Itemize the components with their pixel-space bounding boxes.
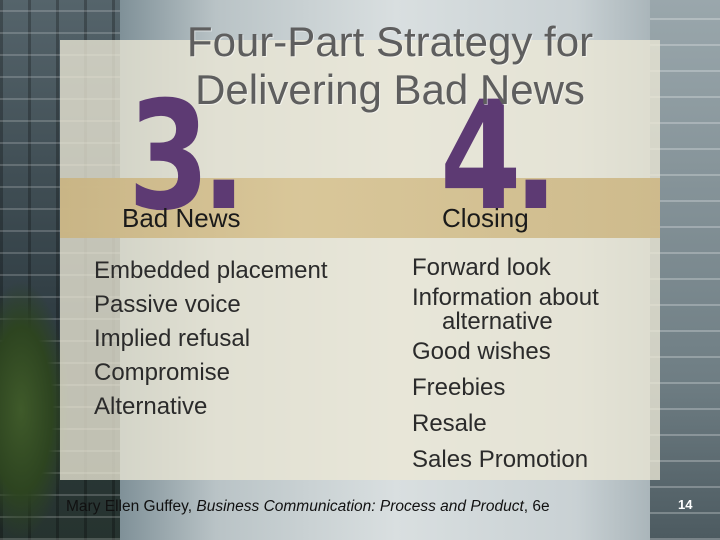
list-item-information: Information about alternative xyxy=(412,286,599,334)
citation-book-title: Business Communication: Process and Prod… xyxy=(196,498,524,515)
bad-news-heading: Bad News xyxy=(122,203,241,233)
bad-news-list: Embedded placement Passive voice Implied… xyxy=(94,254,327,424)
page-number: 14 xyxy=(678,497,693,512)
list-item-continuation: alternative xyxy=(442,308,553,335)
closing-heading: Closing xyxy=(442,203,529,233)
list-item: Freebies xyxy=(412,374,506,401)
building-right-background xyxy=(650,0,720,540)
title-line-2: Delivering Bad News xyxy=(195,66,585,113)
list-item-line: Information about xyxy=(412,284,599,311)
heading-band xyxy=(60,178,660,238)
big-number-4: 4. xyxy=(440,70,558,244)
list-item: Resale xyxy=(412,410,487,437)
closing-list: Forward look Information about alternati… xyxy=(412,250,599,478)
slide-title: Four-Part Strategy for Delivering Bad Ne… xyxy=(110,18,670,114)
list-item: Compromise xyxy=(94,359,231,386)
list-item: Sales Promotion xyxy=(412,446,589,473)
citation-footer: Mary Ellen Guffey, Business Communicatio… xyxy=(66,496,626,517)
citation-edition: , 6e xyxy=(523,498,550,515)
list-item: Implied refusal xyxy=(94,325,251,352)
list-item: Embedded placement xyxy=(94,257,328,284)
list-item: Passive voice xyxy=(94,291,241,318)
title-line-1: Four-Part Strategy for xyxy=(186,18,594,65)
list-item: Alternative xyxy=(94,393,208,420)
content-panel xyxy=(60,40,660,480)
list-item: Good wishes xyxy=(412,338,551,365)
list-item: Forward look xyxy=(412,254,551,281)
big-number-3: 3. xyxy=(128,70,246,244)
tree-background xyxy=(0,280,70,540)
citation-author: Mary Ellen Guffey, xyxy=(66,498,193,515)
